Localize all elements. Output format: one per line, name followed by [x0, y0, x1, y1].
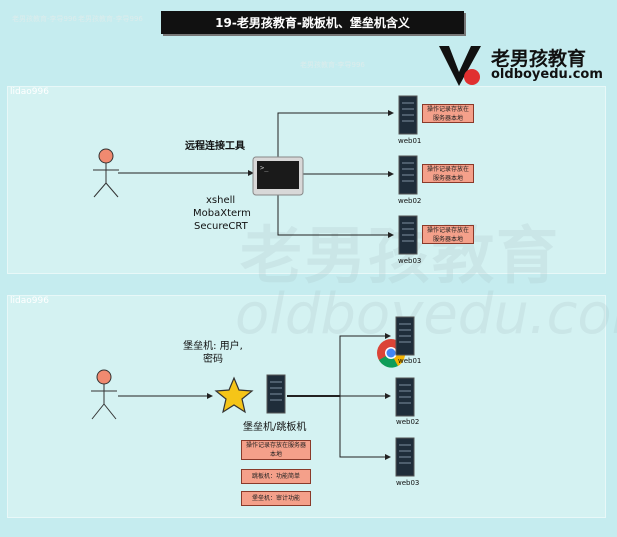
user-figure-1 — [93, 148, 119, 198]
logo-text-en: oldboyedu.com — [491, 67, 603, 82]
logo-text-cn: 老男孩教育 — [491, 48, 587, 70]
server-icon-bastion — [266, 374, 286, 414]
note-local-log-web02: 操作记录存放在服务器本地 — [422, 164, 474, 183]
tool-xshell: xshell — [206, 195, 236, 206]
user-figure-2 — [91, 369, 117, 420]
server-label-web01: web01 — [398, 357, 422, 365]
panel-remote-tools: lidao996 — [7, 86, 606, 274]
connector-to-web01 — [339, 333, 391, 396]
server-icon-web02-p2 — [395, 377, 415, 417]
note-local-log-bastion: 操作记录存放在服务器本地 — [241, 440, 311, 460]
tool-mobaxterm: MobaXterm — [193, 208, 251, 219]
watermark-big-en: oldboyedu.com — [235, 282, 617, 347]
remote-tools-heading: 远程连接工具 — [185, 141, 245, 152]
tool-securecrt: SecureCRT — [194, 221, 248, 232]
terminal-icon: >_ — [252, 156, 304, 196]
bastion-user-password-label: 堡垒机: 用户, 密码 — [183, 341, 243, 365]
server-label-web02: web02 — [396, 418, 420, 426]
server-icon-web02-p1 — [398, 155, 418, 195]
server-icon-web01-p1 — [398, 95, 418, 135]
server-label-web02: web02 — [398, 197, 422, 205]
note-local-log-web01: 操作记录存放在服务器本地 — [422, 104, 474, 123]
note-local-log-web03: 操作记录存放在服务器本地 — [422, 225, 474, 244]
server-icon-web03-p2 — [395, 437, 415, 477]
panel-label: lidao996 — [10, 87, 49, 97]
server-label-web01: web01 — [398, 137, 422, 145]
star-icon — [214, 376, 254, 414]
server-icon-web01-p2 — [395, 316, 415, 356]
svg-text:>_: >_ — [260, 164, 269, 172]
watermark-small-1: 老男孩教育-李导996 — [12, 15, 77, 23]
server-label-web03: web03 — [398, 257, 422, 265]
watermark-small-2: 老男孩教育-李导996 — [78, 15, 143, 23]
note-jump-host-simple: 跳板机：功能简单 — [241, 469, 311, 484]
connector-to-web03 — [339, 396, 391, 460]
panel-label: lidao996 — [10, 296, 49, 306]
server-icon-web03-p1 — [398, 215, 418, 255]
connector-to-web03 — [277, 192, 394, 238]
logo-mark — [439, 46, 481, 86]
bastion-label: 堡垒机/跳板机 — [243, 422, 307, 433]
diagram-title: 19-老男孩教育-跳板机、堡垒机含义 — [161, 11, 464, 34]
connector-to-web01 — [277, 110, 394, 158]
watermark-small-3: 老男孩教育-李导996 — [300, 61, 365, 69]
note-bastion-audit: 堡垒机：审计功能 — [241, 491, 311, 506]
server-label-web03: web03 — [396, 479, 420, 487]
